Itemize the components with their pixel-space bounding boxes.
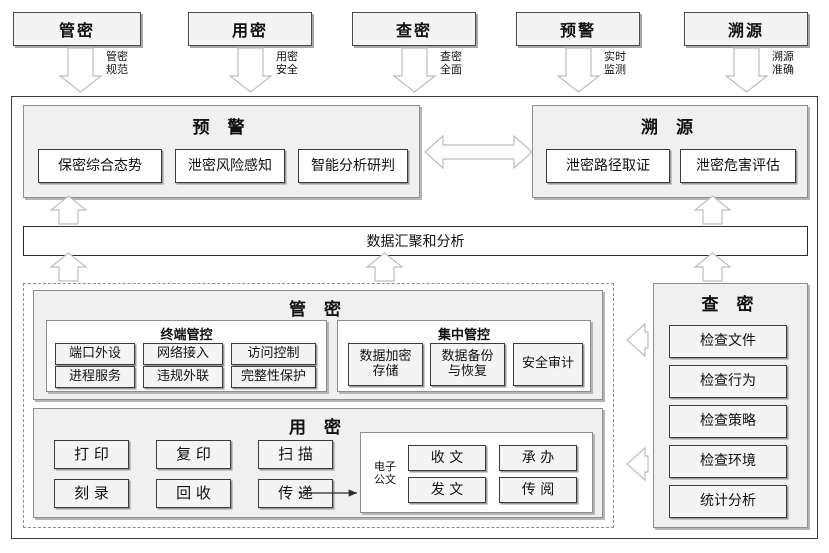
header-box-chami[interactable]: 查密	[352, 12, 476, 46]
use-group-title: 用 密	[289, 418, 347, 438]
edoc-item-receive-label: 收 文	[430, 449, 464, 466]
inspect-group-title: 查 密	[701, 295, 760, 315]
inspect-item-statistics[interactable]: 统计分析	[669, 485, 787, 518]
header-box-yujing-label: 预警	[559, 21, 596, 40]
warning-group: 预 警 保密综合态势 泄密风险感知 智能分析研判	[23, 105, 420, 198]
central-item-security-audit-label: 安全审计	[521, 356, 574, 372]
warning-item-situation[interactable]: 保密综合态势	[38, 149, 162, 183]
trace-item-damage-label: 泄密危害评估	[696, 157, 780, 174]
inspect-item-policy-label: 检查策略	[700, 413, 756, 430]
manage-group: 管 密 终端管控 端口外设 网络接入 访问控制 进程服务 违规外联 完整性保护	[33, 290, 603, 400]
trace-item-damage[interactable]: 泄密危害评估	[680, 149, 796, 183]
terminal-item-process[interactable]: 进程服务	[55, 366, 135, 388]
data-aggregation-label: 数据汇聚和分析	[366, 234, 465, 250]
header-box-suyuan-label: 溯源	[727, 21, 764, 40]
manage-use-dashed-region	[23, 283, 614, 528]
use-item-scan-label: 扫 描	[278, 444, 313, 463]
inspect-item-policy[interactable]: 检查策略	[669, 405, 787, 438]
edoc-item-send[interactable]: 发 文	[408, 477, 486, 503]
terminal-item-illegal-link[interactable]: 违规外联	[143, 366, 223, 388]
edoc-item-handle-label: 承 办	[521, 449, 555, 466]
down-arrow-guanmi	[58, 47, 103, 93]
inspect-item-files[interactable]: 检查文件	[669, 325, 787, 358]
use-item-burn-label: 刻 录	[74, 483, 109, 502]
edoc-subgroup: 电子 公文 收 文 承 办 发 文 传 阅	[360, 432, 593, 513]
header-box-yujing[interactable]: 预警	[516, 12, 640, 46]
flow-label-yongmi: 用密 安全	[276, 50, 298, 76]
edoc-label: 电子 公文	[374, 460, 396, 486]
warning-item-risk-label: 泄密风险感知	[188, 157, 272, 174]
terminal-item-network[interactable]: 网络接入	[143, 343, 223, 365]
use-item-transfer[interactable]: 传 递	[258, 479, 333, 508]
header-box-suyuan[interactable]: 溯源	[684, 12, 808, 46]
terminal-item-illegal-link-label: 违规外联	[156, 368, 209, 384]
inspect-item-behavior[interactable]: 检查行为	[669, 365, 787, 398]
use-group: 用 密 打 印 复 印 扫 描 刻 录 回 收 传 递 电子 公文 收 文 承 …	[33, 408, 603, 518]
use-item-print[interactable]: 打 印	[54, 440, 129, 469]
warning-item-analysis-label: 智能分析研判	[311, 157, 395, 174]
use-item-burn[interactable]: 刻 录	[54, 479, 129, 508]
central-item-encrypted-storage-label: 数据加密 存储	[359, 348, 412, 379]
central-item-backup-restore[interactable]: 数据备份 与恢复	[430, 343, 505, 386]
use-item-recycle[interactable]: 回 收	[156, 479, 231, 508]
terminal-control-title: 终端管控	[160, 328, 213, 343]
header-box-yongmi[interactable]: 用密	[188, 12, 312, 46]
flow-label-guanmi: 管密 规范	[106, 50, 128, 76]
trace-item-path[interactable]: 泄密路径取证	[546, 149, 670, 183]
inspect-item-files-label: 检查文件	[700, 333, 756, 350]
trace-group: 溯 源 泄密路径取证 泄密危害评估	[532, 105, 808, 198]
warning-item-situation-label: 保密综合态势	[58, 157, 142, 174]
trace-item-path-label: 泄密路径取证	[566, 157, 650, 174]
terminal-item-access-label: 访问控制	[247, 345, 300, 361]
edoc-item-circulate[interactable]: 传 阅	[499, 477, 577, 503]
central-item-backup-restore-label: 数据备份 与恢复	[441, 348, 494, 379]
warning-group-title: 预 警	[192, 118, 251, 138]
terminal-item-process-label: 进程服务	[68, 368, 121, 384]
terminal-item-integrity[interactable]: 完整性保护	[231, 366, 316, 388]
central-item-encrypted-storage[interactable]: 数据加密 存储	[348, 343, 423, 386]
edoc-item-circulate-label: 传 阅	[521, 481, 555, 498]
inspect-group: 查 密 检查文件 检查行为 检查策略 检查环境 统计分析	[653, 283, 808, 528]
use-item-recycle-label: 回 收	[176, 483, 211, 502]
down-arrow-chami	[392, 47, 437, 93]
inspect-item-behavior-label: 检查行为	[700, 373, 756, 390]
edoc-item-handle[interactable]: 承 办	[499, 445, 577, 471]
down-arrow-suyuan	[724, 47, 769, 93]
terminal-item-port-label: 端口外设	[68, 345, 121, 361]
warning-item-analysis[interactable]: 智能分析研判	[298, 149, 408, 183]
central-item-security-audit[interactable]: 安全审计	[513, 343, 583, 386]
inspect-item-statistics-label: 统计分析	[700, 493, 756, 510]
use-item-transfer-label: 传 递	[278, 483, 313, 502]
central-control-subgroup: 集中管控 数据加密 存储 数据备份 与恢复 安全审计	[337, 320, 591, 392]
edoc-item-receive[interactable]: 收 文	[408, 445, 486, 471]
edoc-item-send-label: 发 文	[430, 481, 464, 498]
terminal-item-access[interactable]: 访问控制	[231, 343, 316, 365]
terminal-item-network-label: 网络接入	[156, 345, 209, 361]
terminal-item-port[interactable]: 端口外设	[55, 343, 135, 365]
trace-group-title: 溯 源	[641, 118, 699, 138]
terminal-item-integrity-label: 完整性保护	[240, 368, 306, 384]
header-box-chami-label: 查密	[395, 21, 432, 40]
terminal-control-subgroup: 终端管控 端口外设 网络接入 访问控制 进程服务 违规外联 完整性保护	[46, 320, 327, 392]
use-item-copy-label: 复 印	[176, 444, 211, 463]
inspect-item-environment-label: 检查环境	[700, 453, 756, 470]
down-arrow-yujing	[556, 47, 601, 93]
header-box-yongmi-label: 用密	[231, 21, 268, 40]
use-item-copy[interactable]: 复 印	[156, 440, 231, 469]
warning-item-risk[interactable]: 泄密风险感知	[175, 149, 285, 183]
header-box-guanmi[interactable]: 管密	[13, 12, 141, 46]
data-aggregation-bar[interactable]: 数据汇聚和分析	[23, 226, 808, 256]
flow-label-chami: 查密 全面	[440, 50, 462, 76]
down-arrow-yongmi	[228, 47, 273, 93]
header-box-guanmi-label: 管密	[58, 21, 95, 40]
inspect-item-environment[interactable]: 检查环境	[669, 445, 787, 478]
central-control-title: 集中管控	[437, 328, 490, 343]
flow-label-suyuan: 溯源 准确	[772, 50, 794, 76]
manage-group-title: 管 密	[289, 300, 347, 320]
use-item-scan[interactable]: 扫 描	[258, 440, 333, 469]
use-item-print-label: 打 印	[74, 444, 109, 463]
flow-label-yujing: 实时 监测	[604, 50, 626, 76]
